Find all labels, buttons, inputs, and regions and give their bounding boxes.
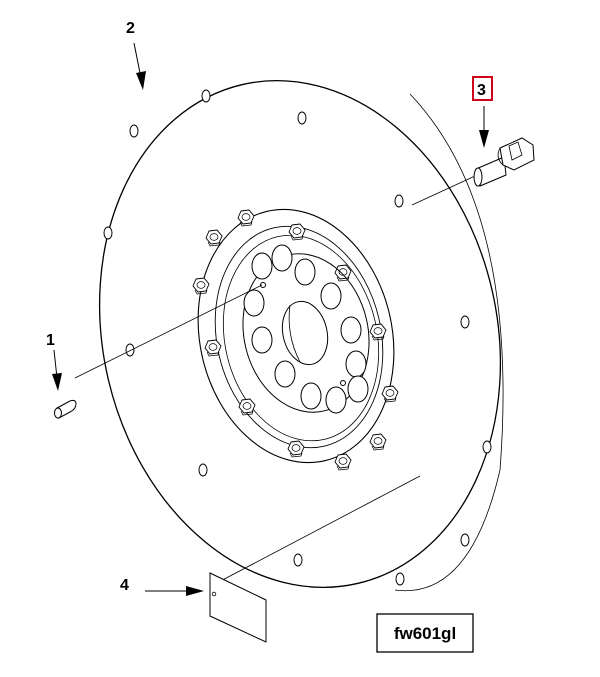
figure-id: fw601gl	[394, 624, 456, 643]
dowel-pin	[54, 399, 77, 419]
figure-id-box	[376, 613, 474, 653]
flex-plate	[98, 80, 504, 592]
flywheel-bolt	[473, 137, 535, 187]
outer-mounting-holes	[103, 89, 492, 586]
identification-tag	[209, 572, 267, 643]
callout-4: 4	[120, 577, 129, 594]
pilot-bore	[281, 300, 329, 366]
callout-2: 2	[126, 20, 135, 37]
callout-3-highlight-box	[472, 76, 493, 101]
callout-arrows	[52, 42, 489, 596]
callout-1: 1	[46, 332, 55, 349]
alignment-lines	[74, 175, 476, 586]
callout-3: 3	[477, 82, 486, 99]
crank-flange	[242, 244, 370, 414]
